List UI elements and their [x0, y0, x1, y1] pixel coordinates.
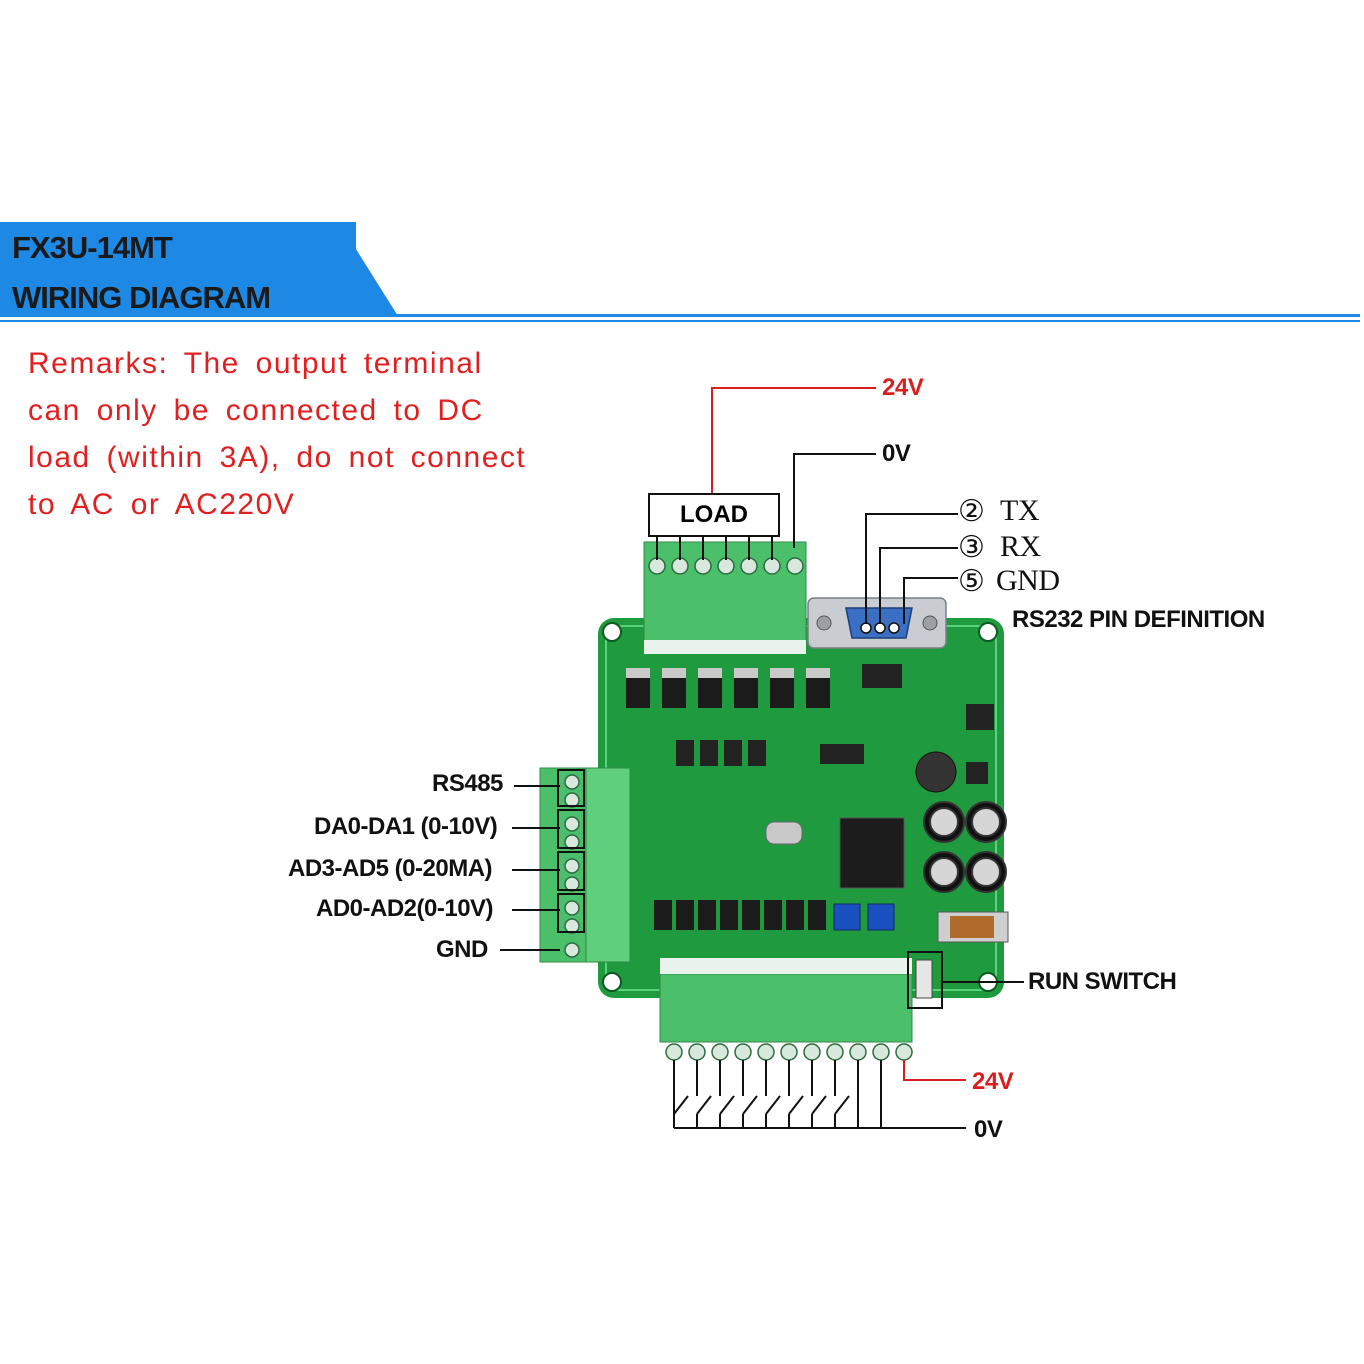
wire-gnd [903, 577, 958, 624]
cpu-chip [839, 817, 905, 889]
input-terminal-block [659, 973, 913, 1043]
load-leads [656, 533, 773, 560]
label-ad35: AD3-AD5 (0-20MA) [288, 855, 493, 882]
input-wires [673, 1060, 966, 1129]
run-switch [915, 959, 933, 999]
tx-pin-number: ② [958, 495, 985, 528]
label-gnd-left: GND [436, 936, 488, 963]
wire-tx [865, 513, 958, 624]
diagram-title: WIRING DIAGRAM [12, 280, 271, 315]
output-label-strip [644, 640, 806, 654]
mount-hole [978, 622, 998, 642]
label-0v-top: 0V [882, 440, 911, 467]
input-label-strip [660, 958, 912, 974]
load-label: LOAD [680, 501, 748, 528]
gnd-label: GND [996, 564, 1060, 597]
header-rule [0, 314, 1360, 317]
run-switch-box [907, 951, 943, 1009]
label-rs485: RS485 [432, 770, 503, 797]
remarks-line: to AC or AC220V [28, 488, 296, 521]
db9-pins [860, 622, 900, 634]
remarks-line: Remarks: The output terminal [28, 347, 483, 380]
header-banner [0, 222, 356, 316]
label-0v-bottom: 0V [974, 1116, 1003, 1143]
gnd-pin-number: ⑤ [958, 565, 985, 598]
mount-hole [602, 622, 622, 642]
header-rule-thin [0, 320, 1360, 322]
remarks-line: can only be connected to DC [28, 394, 484, 427]
label-24v-bottom: 24V [972, 1068, 1014, 1095]
inductor [915, 751, 957, 793]
crystal [765, 821, 803, 845]
tx-label: TX [1000, 494, 1040, 527]
potentiometer [867, 903, 895, 931]
remarks-text: Remarks: The output terminal can only be… [28, 340, 588, 528]
wire-24v-top [711, 387, 876, 493]
left-leaders [500, 785, 560, 951]
model-title: FX3U-14MT [12, 230, 173, 265]
left-terminal-housing [585, 767, 631, 963]
input-optocouplers [654, 900, 826, 930]
db9-screw [922, 615, 938, 631]
label-run-switch: RUN SWITCH [1028, 968, 1177, 995]
db9-screw [816, 615, 832, 631]
small-ics [676, 664, 994, 784]
transformer-coil [950, 916, 994, 938]
rx-pin-number: ③ [958, 531, 985, 564]
rx-label: RX [1000, 530, 1041, 563]
remarks-line: load (within 3A), do not connect [28, 441, 527, 474]
wire-rx [879, 547, 958, 624]
rs232-title: RS232 PIN DEFINITION [1012, 606, 1265, 633]
header-banner-tab [354, 246, 398, 316]
load-box: LOAD [648, 493, 780, 537]
wire-0v-top [793, 453, 876, 548]
transistor-tabs [626, 668, 830, 678]
input-switch-contacts [673, 1095, 850, 1128]
capacitors [923, 801, 1007, 893]
mount-hole [602, 972, 622, 992]
label-24v-top: 24V [882, 374, 924, 401]
left-screws [564, 774, 580, 958]
wire-24v-bottom [903, 1060, 966, 1081]
label-da: DA0-DA1 (0-10V) [314, 813, 498, 840]
input-screws [665, 1043, 913, 1061]
label-ad02: AD0-AD2(0-10V) [316, 895, 494, 922]
output-screws [648, 557, 804, 575]
potentiometer [833, 903, 861, 931]
